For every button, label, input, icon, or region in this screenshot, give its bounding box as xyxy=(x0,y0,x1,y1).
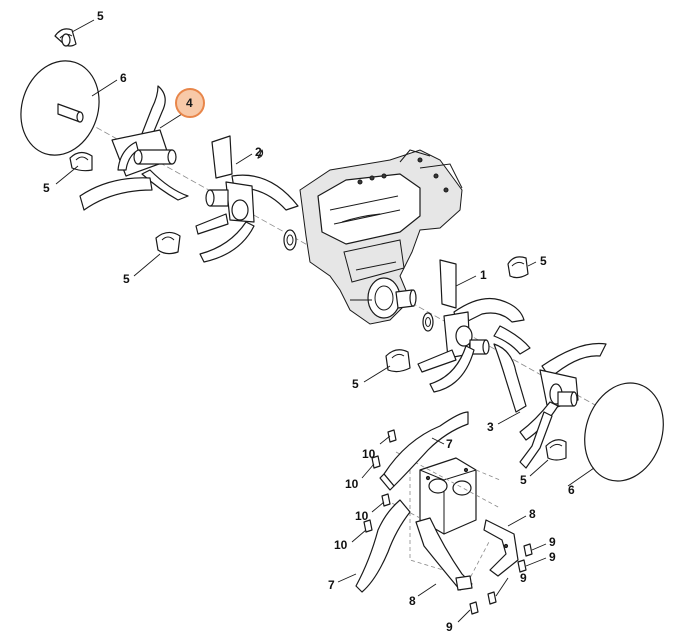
tine-hub-lower xyxy=(385,451,501,579)
callout-6[interactable]: 6 xyxy=(568,483,575,497)
callout-10[interactable]: 10 xyxy=(345,477,359,491)
callout-leaders xyxy=(55,19,595,623)
callout-5[interactable]: 5 xyxy=(352,377,359,391)
part-3-tine-assembly[interactable] xyxy=(493,342,607,469)
callout-9[interactable]: 9 xyxy=(549,550,556,564)
part-5-clip-left[interactable] xyxy=(69,151,93,172)
callout-7[interactable]: 7 xyxy=(328,578,335,592)
callout-5[interactable]: 5 xyxy=(97,9,104,23)
part-5-clip-top-left[interactable] xyxy=(54,28,77,47)
callout-labels: 5 6 4 2 5 5 1 5 5 3 5 6 7 10 10 10 10 8 … xyxy=(43,9,575,634)
part-6-disc-left[interactable] xyxy=(9,51,111,166)
callout-6[interactable]: 6 xyxy=(120,71,127,85)
part-2-tine-assembly[interactable] xyxy=(195,135,299,263)
callout-7[interactable]: 7 xyxy=(446,437,453,451)
part-6-disc-right[interactable] xyxy=(572,373,675,492)
callout-5[interactable]: 5 xyxy=(43,181,50,195)
callout-3[interactable]: 3 xyxy=(487,420,494,434)
callout-5[interactable]: 5 xyxy=(123,272,130,286)
part-7-blade-upper[interactable] xyxy=(379,411,469,491)
part-8-plate-lower[interactable] xyxy=(415,517,473,591)
part-8-plate-upper[interactable] xyxy=(483,519,519,577)
callout-9[interactable]: 9 xyxy=(549,535,556,549)
callout-10[interactable]: 10 xyxy=(334,538,348,552)
part-9-bolts[interactable] xyxy=(469,543,533,615)
callout-4[interactable]: 4 xyxy=(186,96,193,110)
callout-2[interactable]: 2 xyxy=(255,145,262,159)
callout-4-highlight[interactable] xyxy=(175,88,205,118)
callout-5[interactable]: 5 xyxy=(520,473,527,487)
gearbox-housing xyxy=(299,149,463,325)
callout-1[interactable]: 1 xyxy=(480,268,487,282)
callout-5[interactable]: 5 xyxy=(540,254,547,268)
callout-9[interactable]: 9 xyxy=(446,620,453,634)
part-5-clip-right-middle[interactable] xyxy=(385,349,411,373)
callout-10[interactable]: 10 xyxy=(362,447,376,461)
callout-8[interactable]: 8 xyxy=(409,594,416,608)
callout-10[interactable]: 10 xyxy=(355,509,369,523)
part-4-tine-assembly-left[interactable] xyxy=(79,85,189,211)
part-1-tine-assembly[interactable] xyxy=(417,259,531,393)
callout-8[interactable]: 8 xyxy=(529,507,536,521)
part-5-clip-middle[interactable] xyxy=(155,231,181,255)
part-5-clip-right-upper[interactable] xyxy=(507,256,529,279)
callout-9[interactable]: 9 xyxy=(520,571,527,585)
part-7-blade-lower[interactable] xyxy=(355,499,411,593)
shaft-coupler xyxy=(283,229,434,332)
part-10-bolts[interactable] xyxy=(363,429,397,533)
part-5-clip-right-lower[interactable] xyxy=(545,439,567,461)
